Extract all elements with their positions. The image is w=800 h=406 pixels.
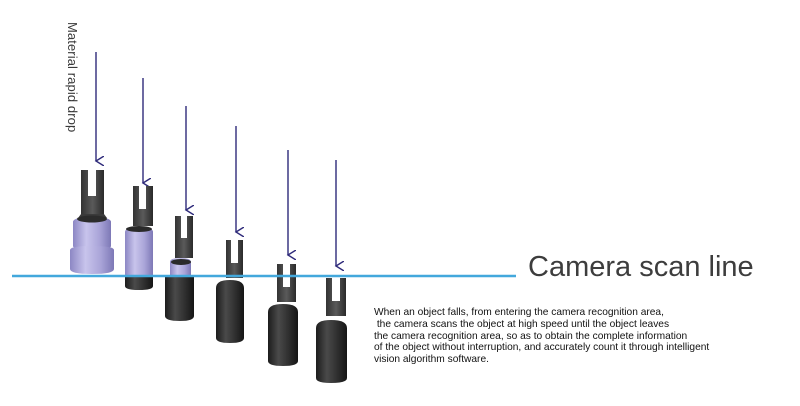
terminal-2 xyxy=(125,186,153,290)
material-rapid-drop-label: Material rapid drop xyxy=(65,22,80,133)
description-line: of the object without interruption, and … xyxy=(374,342,710,354)
description-line: the camera recognition area, so as to ob… xyxy=(374,330,688,342)
terminal-3 xyxy=(165,216,194,321)
terminal-1 xyxy=(70,170,114,274)
drop-arrows xyxy=(96,52,336,266)
description-line: the camera scans the object at high spee… xyxy=(374,318,670,330)
description-line: vision algorithm software. xyxy=(374,354,489,366)
terminal-6 xyxy=(316,278,347,383)
terminal-4 xyxy=(216,240,244,343)
terminal-5 xyxy=(268,264,298,366)
description-text: When an object falls, from entering the … xyxy=(374,307,794,366)
camera-scan-line-label: Camera scan line xyxy=(528,251,754,283)
description-line: When an object falls, from entering the … xyxy=(374,307,664,318)
